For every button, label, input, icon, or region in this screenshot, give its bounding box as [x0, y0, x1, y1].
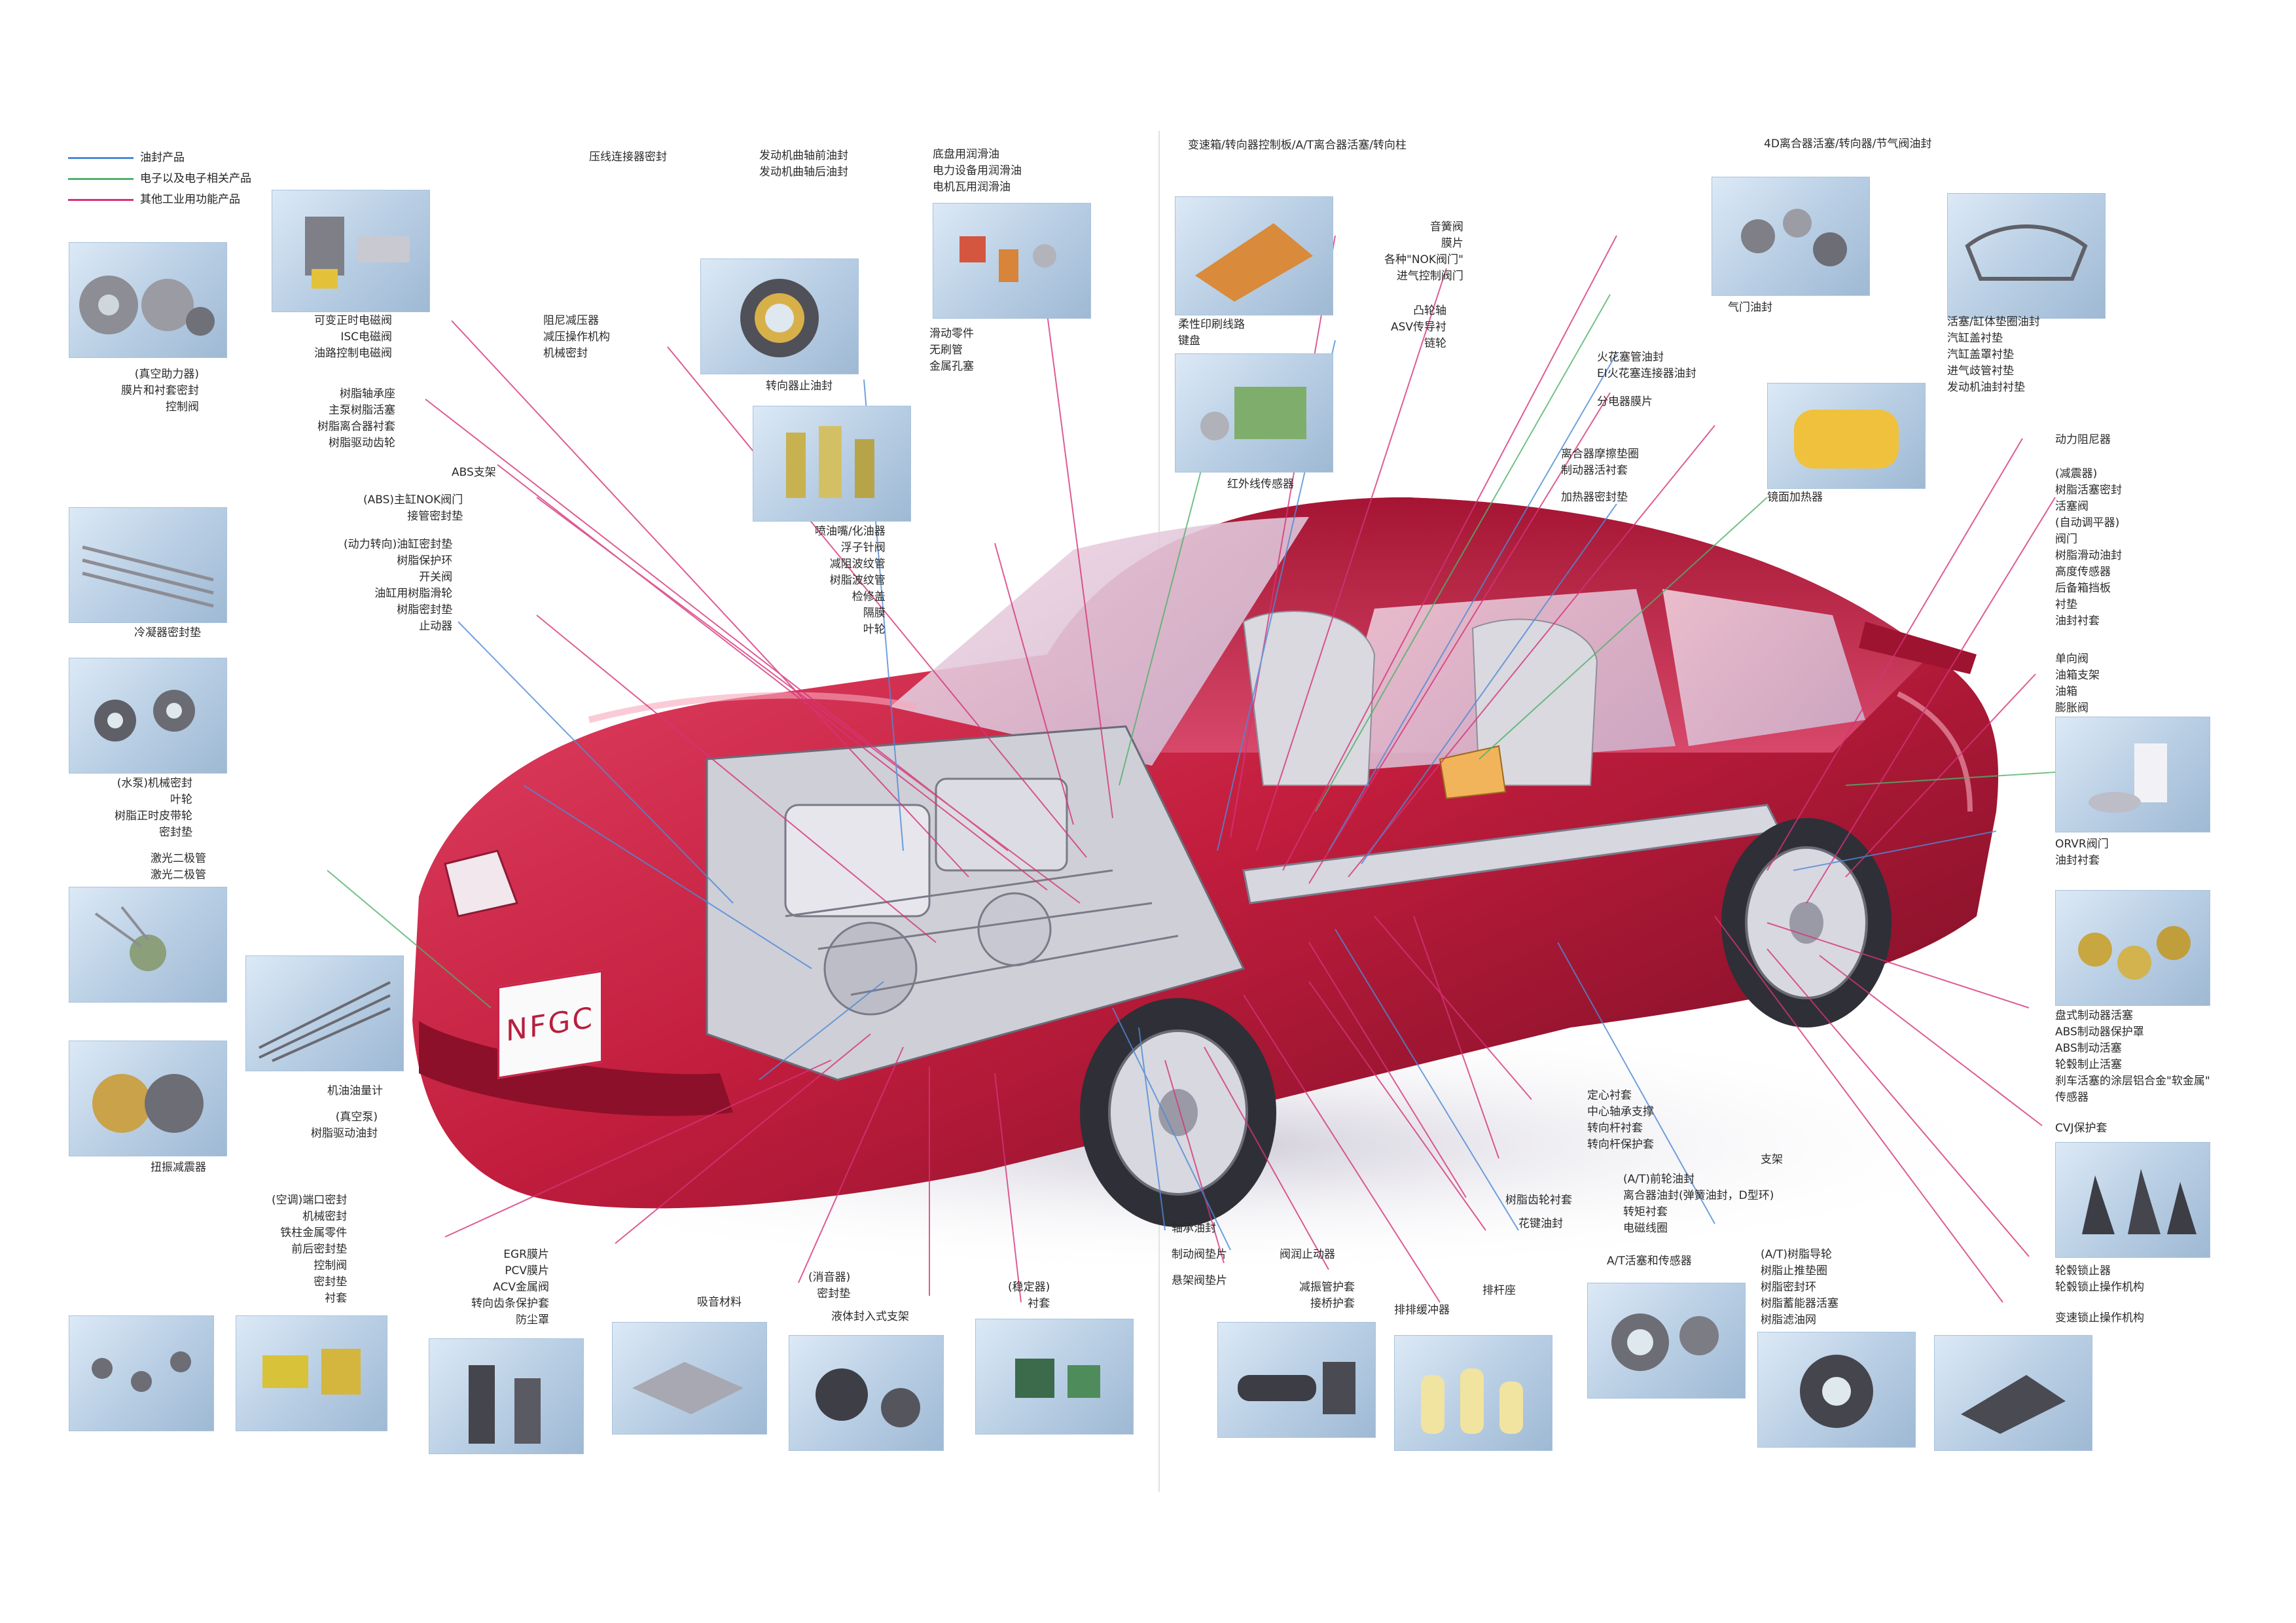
- label-at-piston-sensor: A/T活塞和传感器: [1607, 1255, 1692, 1268]
- photo-shift-lock: [1934, 1335, 2092, 1451]
- photo-ac-seals: [69, 1315, 214, 1431]
- label-fuel-injector: 喷油嘴/化油器 浮子针阀 减阻波纹管 树脂波纹管 检修盖 隔膜 叶轮: [815, 525, 886, 636]
- label-liquid-mount: 液体封入式支架: [831, 1310, 909, 1323]
- photo-sound-absorbing: [612, 1322, 767, 1435]
- label-crankshaft-seals: 发动机曲轴前油封 发动机曲轴后油封: [759, 149, 848, 179]
- photo-condenser-gasket: [69, 507, 227, 623]
- photo-brake-pistons: [2055, 890, 2210, 1006]
- photo-cylinder-gaskets: [1947, 193, 2106, 319]
- photo-water-pump-seals: [69, 658, 227, 774]
- label-orvr-valve: ORVR阀门 油封衬套: [2055, 838, 2109, 867]
- label-vacuum-booster: (真空助力器) 膜片和衬套密封 控制阀: [121, 368, 199, 414]
- label-sound-absorbing: 吸音材料: [697, 1296, 742, 1309]
- label-disc-brake: 盘式制动器活塞 ABS制动器保护罩 ABS制动活塞 轮毂制止活塞 刹车活塞的涂层…: [2055, 1009, 2210, 1104]
- label-suspension-gasket: 悬架阀垫片: [1172, 1274, 1227, 1287]
- photo-liquid-mount: [789, 1335, 944, 1451]
- photo-boots-diaphragms: [429, 1338, 584, 1454]
- photo-stabilizer-bushing: [975, 1319, 1134, 1435]
- label-shift-lock: 变速锁止操作机构: [2055, 1311, 2144, 1325]
- label-heater-gasket: 加热器密封垫: [1561, 491, 1628, 504]
- label-rod-seat: 排杆座: [1482, 1284, 1516, 1297]
- label-hub-lock: 轮毂锁止器 轮毂锁止操作机构: [2055, 1264, 2144, 1294]
- label-bracket: 支架: [1761, 1153, 1783, 1166]
- photo-damper-boot: [1217, 1322, 1376, 1438]
- label-water-pump: (水泵)机械密封 叶轮 树脂正时皮带轮 密封垫: [115, 777, 192, 839]
- photo-orvr-valve: [2055, 717, 2210, 832]
- label-laser-diode: 激光二极管 激光二极管: [151, 852, 206, 882]
- legend-label: 其他工业用功能产品: [140, 193, 240, 206]
- legend-swatch-green: [68, 178, 134, 180]
- photo-torsional-damper: [69, 1041, 227, 1156]
- legend-swatch-pink: [68, 199, 134, 201]
- label-vacuum-pump: (真空泵) 树脂驱动油封: [311, 1111, 378, 1140]
- label-abs-bracket: ABS支架: [452, 466, 496, 479]
- photo-crankshaft-seal: [700, 259, 859, 374]
- photo-sliding-parts: [933, 203, 1091, 319]
- photo-oil-dipstick: [245, 955, 404, 1071]
- photo-mirror-heater: [1767, 383, 1926, 489]
- label-distributor: 分电器膜片: [1597, 395, 1653, 408]
- label-bump-stop: 排排缓冲器: [1394, 1304, 1450, 1317]
- label-oil-dipstick: 机油油量计: [327, 1084, 383, 1097]
- label-clutch-washer: 离合器摩擦垫圈 制动器活衬套: [1561, 448, 1639, 477]
- label-mirror-heater: 镜面加热器: [1767, 491, 1823, 504]
- photo-laser-diode: [69, 887, 227, 1003]
- label-at-resin-stator: (A/T)树脂导轮 树脂止推垫圈 树脂密封环 树脂蓄能器活塞 树脂滤油网: [1761, 1248, 1839, 1327]
- photo-solenoid-valves: [272, 190, 430, 312]
- front-wheel: [1080, 998, 1276, 1227]
- label-steering-seal: 转向器止油封: [766, 380, 833, 393]
- photo-cvj-boots: [2055, 1142, 2210, 1258]
- label-condenser-gasket: 冷凝器密封垫: [134, 626, 201, 639]
- label-check-valve: 单向阀 油箱支架 油箱 膨胀阀: [2055, 652, 2100, 715]
- photo-infrared-sensor: [1175, 353, 1333, 473]
- photo-ac-valves: [236, 1315, 387, 1431]
- car-illustration: [393, 497, 2029, 1276]
- label-center-bushing: 定心衬套 中心轴承支撑 转向杆衬套 转向杆保护套: [1587, 1089, 1654, 1151]
- label-press-connector-seal: 压线连接器密封: [589, 151, 667, 164]
- photo-bump-stops: [1394, 1335, 1552, 1451]
- label-spark-plug-seals: 火花塞管油封 EI火花塞连接器油封: [1597, 351, 1696, 380]
- label-muffler: (消音器) 密封垫: [808, 1271, 851, 1300]
- photo-at-piston: [1587, 1283, 1746, 1399]
- label-transmission-parts: 变速箱/转向器控制板/A/T离合器活塞/转向柱: [1188, 139, 1407, 152]
- photo-valve-stem-seals: [1712, 177, 1870, 296]
- label-stabilizer: (稳定器) 衬套: [1008, 1281, 1050, 1310]
- label-power-damper: 动力阻尼器: [2055, 433, 2111, 446]
- label-sliding-parts: 滑动零件 无刷管 金属孔塞: [929, 327, 974, 373]
- brand-plate: NFGC: [497, 970, 603, 1079]
- label-lubricants: 底盘用润滑油 电力设备用润滑油 电机瓦用润滑油: [933, 148, 1022, 194]
- photo-at-resin-parts: [1757, 1332, 1916, 1448]
- legend-label: 电子以及电子相关产品: [140, 172, 251, 185]
- label-flexible-circuit: 柔性印刷线路 键盘: [1178, 318, 1245, 348]
- label-solenoid-valves: 可变正时电磁阀 ISC电磁阀 油路控制电磁阀: [314, 314, 392, 360]
- label-torsional-damper: 扭振减震器: [151, 1161, 206, 1174]
- label-resin-gear-bushing: 树脂齿轮衬套: [1505, 1194, 1572, 1207]
- label-spline-seal: 花键油封: [1518, 1217, 1563, 1230]
- label-infrared-sensor: 红外线传感器: [1227, 478, 1294, 491]
- label-cylinder-gaskets: 活塞/缸体垫圈油封 汽缸盖衬垫 汽缸盖罩衬垫 进气歧管衬垫 发动机油封衬垫: [1947, 315, 2040, 394]
- label-air-conditioner: (空调)端口密封 机械密封 铁柱金属零件 前后密封垫 控制阀 密封垫 衬套: [272, 1194, 348, 1305]
- label-valve-stem-seal: 气门油封: [1728, 301, 1772, 314]
- legend-label: 油封产品: [140, 151, 185, 164]
- label-resin-bearings: 树脂轴承座 主泵树脂活塞 树脂离合器衬套 树脂驱动齿轮: [317, 387, 395, 450]
- photo-fuel-injector-parts: [753, 406, 911, 522]
- photo-vacuum-booster-parts: [69, 242, 227, 358]
- photo-flexible-circuit: [1175, 196, 1333, 315]
- label-cvj-boot: CVJ保护套: [2055, 1122, 2108, 1135]
- legend-swatch-blue: [68, 157, 134, 159]
- label-abs-master: (ABS)主缸NOK阀门 接管密封垫: [363, 493, 463, 523]
- label-damper-mechanical: 阻尼减压器 减压操作机构 机械密封: [543, 314, 610, 360]
- label-clutch-piston: 4D离合器活塞/转向器/节气阀油封: [1764, 137, 1932, 151]
- label-reed-valves: 音簧阀 膜片 各种"NOK阀门" 进气控制阀门: [1384, 221, 1463, 283]
- label-camshaft: 凸轮轴 ASV传导衬 链轮: [1391, 304, 1447, 350]
- label-damper-boot: 减振管护套 接桥护套: [1299, 1281, 1355, 1310]
- label-power-steering: (动力转向)油缸密封垫 树脂保护环 开关阀 油缸用树脂滑轮 树脂密封垫 止动器: [344, 538, 453, 633]
- label-bearing-seal: 轴承油封: [1172, 1222, 1216, 1235]
- label-at-front-seal: (A/T)前轮油封 离合器油封(弹簧油封，D型环) 转矩衬套 电磁线圈: [1623, 1173, 1774, 1235]
- label-valve-stopper: 阀润止动器: [1280, 1248, 1335, 1261]
- label-shock-absorber: (减震器) 树脂活塞密封 活塞阀 (自动调平器) 阀门 树脂滑动油封 高度传感器…: [2055, 467, 2122, 628]
- label-brake-valve-gasket: 制动阀垫片: [1172, 1248, 1227, 1261]
- label-egr-pcv: EGR膜片 PCV膜片 ACV金属阀 转向齿条保护套 防尘罩: [471, 1248, 549, 1327]
